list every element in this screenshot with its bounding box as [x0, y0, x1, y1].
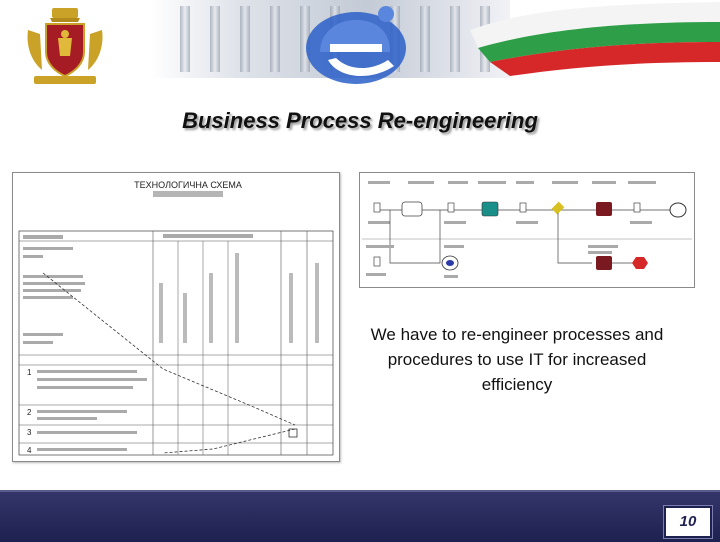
technology-scheme-document-image: ТЕХНОЛОГИЧНА СХЕМА 1 2: [12, 172, 340, 462]
document-title: ТЕХНОЛОГИЧНА СХЕМА: [134, 180, 242, 190]
page-number: 10: [663, 505, 713, 539]
row-number-1: 1: [27, 368, 32, 377]
footer-bar: [0, 490, 720, 542]
row-number-2: 2: [27, 408, 32, 417]
bpmn-process-diagram-image: [359, 172, 695, 288]
header-banner: [0, 0, 720, 92]
slide-body-text: We have to re-engineer processes and pro…: [370, 325, 664, 394]
row-number-4: 4: [27, 446, 32, 455]
row-number-3: 3: [27, 428, 32, 437]
bulgarian-flag-swoosh: [470, 2, 720, 76]
e-government-logo-icon: [306, 6, 406, 84]
slide-title: Business Process Re-engineering: [182, 108, 538, 133]
coat-of-arms-icon: [27, 8, 103, 84]
